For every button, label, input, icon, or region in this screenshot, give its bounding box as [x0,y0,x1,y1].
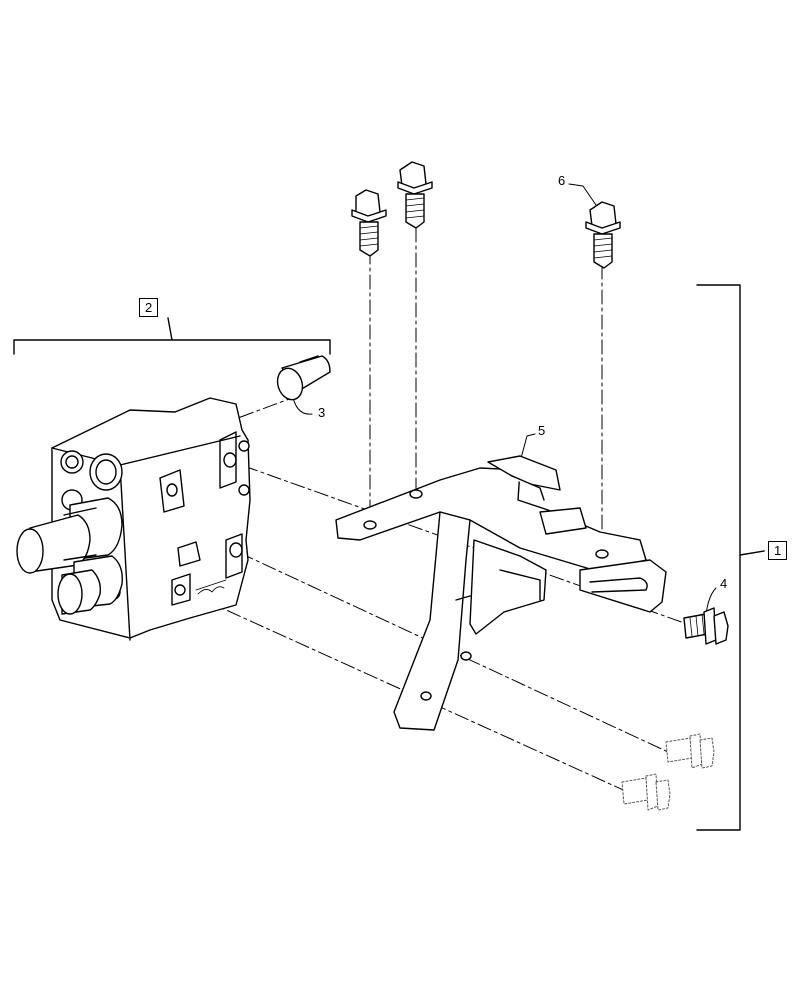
callout-2: 2 [139,298,159,317]
mounting-bracket-icon [335,455,667,731]
plug-icon [276,355,331,401]
hidden-bolt-2 [621,773,671,811]
control-valve-body [16,397,251,641]
callout-1: 1 [768,541,788,560]
callout-4: 4 [720,576,728,591]
callout-5: 5 [538,423,546,438]
flange-bolt-top-1 [351,189,387,257]
flange-bolt-side [683,607,729,645]
flange-bolt-top-2 [397,161,433,229]
group-bracket-2 [13,317,331,355]
callout-3: 3 [318,405,326,420]
hidden-bolt-1 [665,733,715,769]
group-bracket-1 [696,284,765,831]
flange-bolt-icon [585,201,621,269]
callout-6: 6 [558,173,566,188]
